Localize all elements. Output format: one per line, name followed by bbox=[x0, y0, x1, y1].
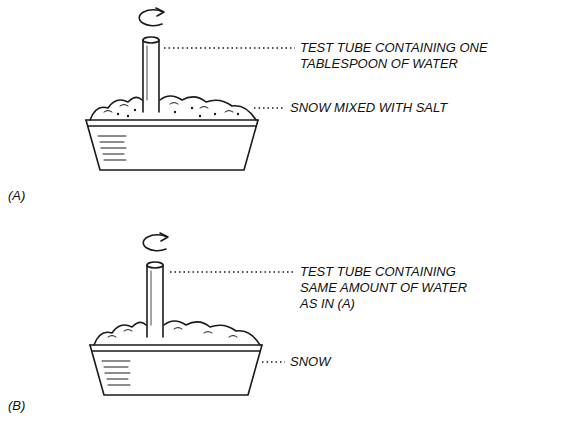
callout-label: SNOW MIXED WITH SALT bbox=[288, 100, 492, 116]
leader-lines bbox=[164, 48, 295, 362]
callout-label: TEST TUBE CONTAINING SAME AMOUNT OF WATE… bbox=[298, 264, 482, 312]
salted-snow-setup bbox=[86, 8, 258, 170]
plain-snow-setup bbox=[90, 233, 262, 395]
callout-label: SNOW bbox=[288, 354, 372, 370]
figure-letter: (A) bbox=[6, 188, 50, 204]
callout-label: TEST TUBE CONTAINING ONE TABLESPOON OF W… bbox=[298, 40, 498, 72]
figure-letter: (B) bbox=[6, 398, 50, 414]
